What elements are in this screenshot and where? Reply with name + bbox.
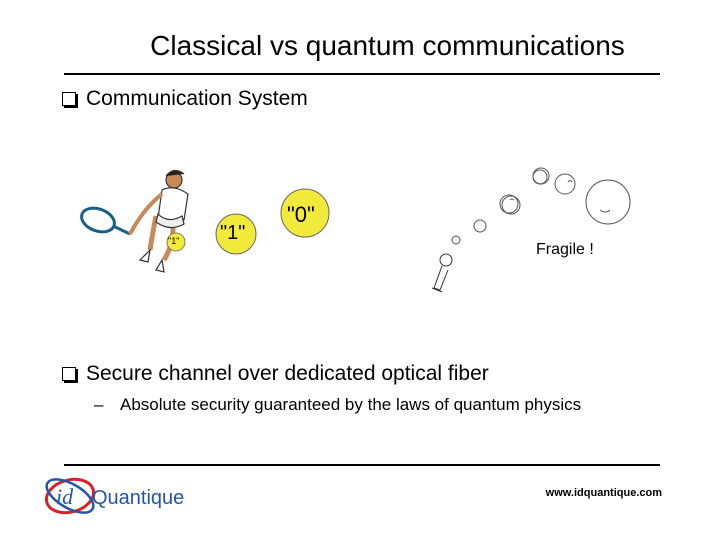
tennis-racket-icon [80,206,131,236]
bullet-secure-channel: Secure channel over dedicated optical fi… [62,361,489,387]
bubble-wand-icon [431,253,453,293]
title-divider [64,73,660,75]
logo-quantique-text: Quantique [92,487,184,509]
bubble-icon [473,219,487,233]
sub-bullet-security: – Absolute security guaranteed by the la… [94,394,614,416]
checkbox-bullet-icon [62,92,76,106]
ball-label-large: "0" [287,202,315,227]
bullet-text: Secure channel over dedicated optical fi… [86,362,489,385]
tennis-ball-medium-icon [215,213,257,255]
sub-bullet-text: Absolute security guaranteed by the laws… [120,395,582,414]
bullet-text: Communication System [86,87,308,110]
ball-label-medium: "1" [220,222,246,244]
bullet-communication-system: Communication System [62,86,308,112]
slide-title: Classical vs quantum communications [150,30,625,61]
bubble-icon [554,173,576,195]
tennis-ball-small-icon [166,232,186,252]
soap-bubbles-illustration [431,167,631,293]
dash-bullet: – [94,395,104,414]
fragile-label: Fragile ! [536,241,594,258]
checkbox-bullet-icon [62,367,76,381]
bubble-icon [451,235,461,245]
bubble-icon [501,195,521,215]
bubble-icon [499,194,519,214]
bubble-icon [585,179,631,225]
ball-label-small: "1" [168,236,180,246]
player-figure-icon [128,169,189,273]
tennis-ball-large-icon [280,188,330,238]
footer-url[interactable]: www.idquantique.com [545,487,662,499]
bubble-icon [532,169,548,185]
idquantique-logo: id Quantique [44,477,184,515]
footer-divider [64,464,660,466]
tennis-player-illustration [80,169,189,273]
logo-id-text: id [56,484,74,509]
